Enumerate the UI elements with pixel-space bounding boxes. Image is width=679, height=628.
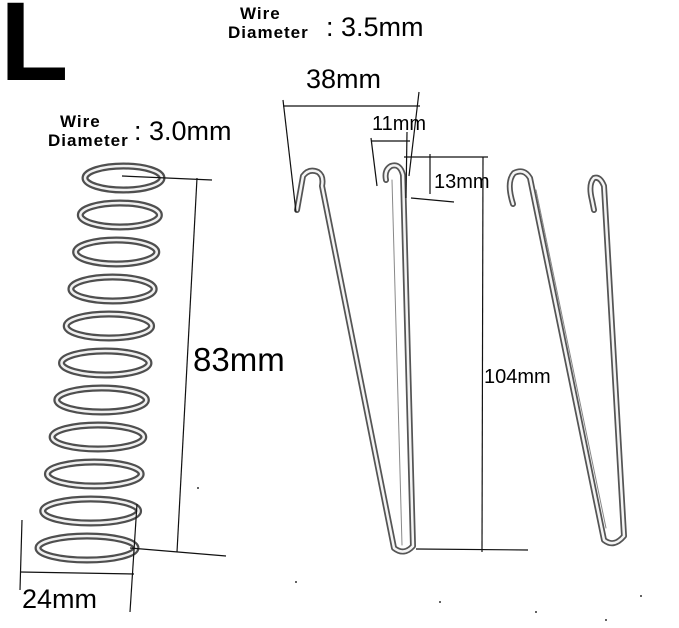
hook-span-label: 38mm	[306, 64, 382, 94]
spring-coil-highlight	[36, 534, 138, 562]
spring-coil-highlight	[55, 386, 148, 414]
spring-coil-highlight	[50, 423, 146, 451]
spring-wire-label: Wire Diameter	[48, 112, 129, 150]
hook-length-label: 104mm	[484, 366, 551, 388]
spring-coil-highlight	[69, 275, 156, 303]
spring-wire-label-line2: Diameter	[48, 131, 129, 150]
spring-coil-highlight	[79, 201, 161, 229]
hook-wire-value: : 3.5mm	[326, 12, 424, 42]
hook-wire-label: Wire Diameter	[228, 4, 309, 42]
spring-coil-highlight	[83, 164, 164, 192]
s-hook-front	[294, 162, 416, 555]
spring-wire-value: : 3.0mm	[134, 116, 232, 146]
dust-specks	[197, 487, 642, 621]
spring-length-label: 83mm	[193, 341, 285, 378]
spring-coil-highlight	[74, 238, 159, 266]
hook-width-label: 11mm	[372, 113, 427, 135]
spring-coil-highlight	[41, 497, 140, 525]
size-letter: L	[0, 0, 69, 104]
spring-wire-label-line1: Wire	[60, 112, 101, 131]
spring-coil-highlight	[46, 460, 143, 488]
dimension-lines	[19, 91, 529, 613]
compression-spring	[34, 162, 166, 564]
spring-width-label: 24mm	[22, 584, 98, 614]
spring-coil-highlight	[60, 349, 151, 377]
s-hook-back	[506, 168, 627, 547]
hook-wire-label-line2: Diameter	[228, 23, 309, 42]
hook-wire-label-line1: Wire	[240, 4, 281, 23]
hook-depth-label: 13mm	[434, 171, 490, 193]
spring-coil-highlight	[64, 312, 153, 340]
